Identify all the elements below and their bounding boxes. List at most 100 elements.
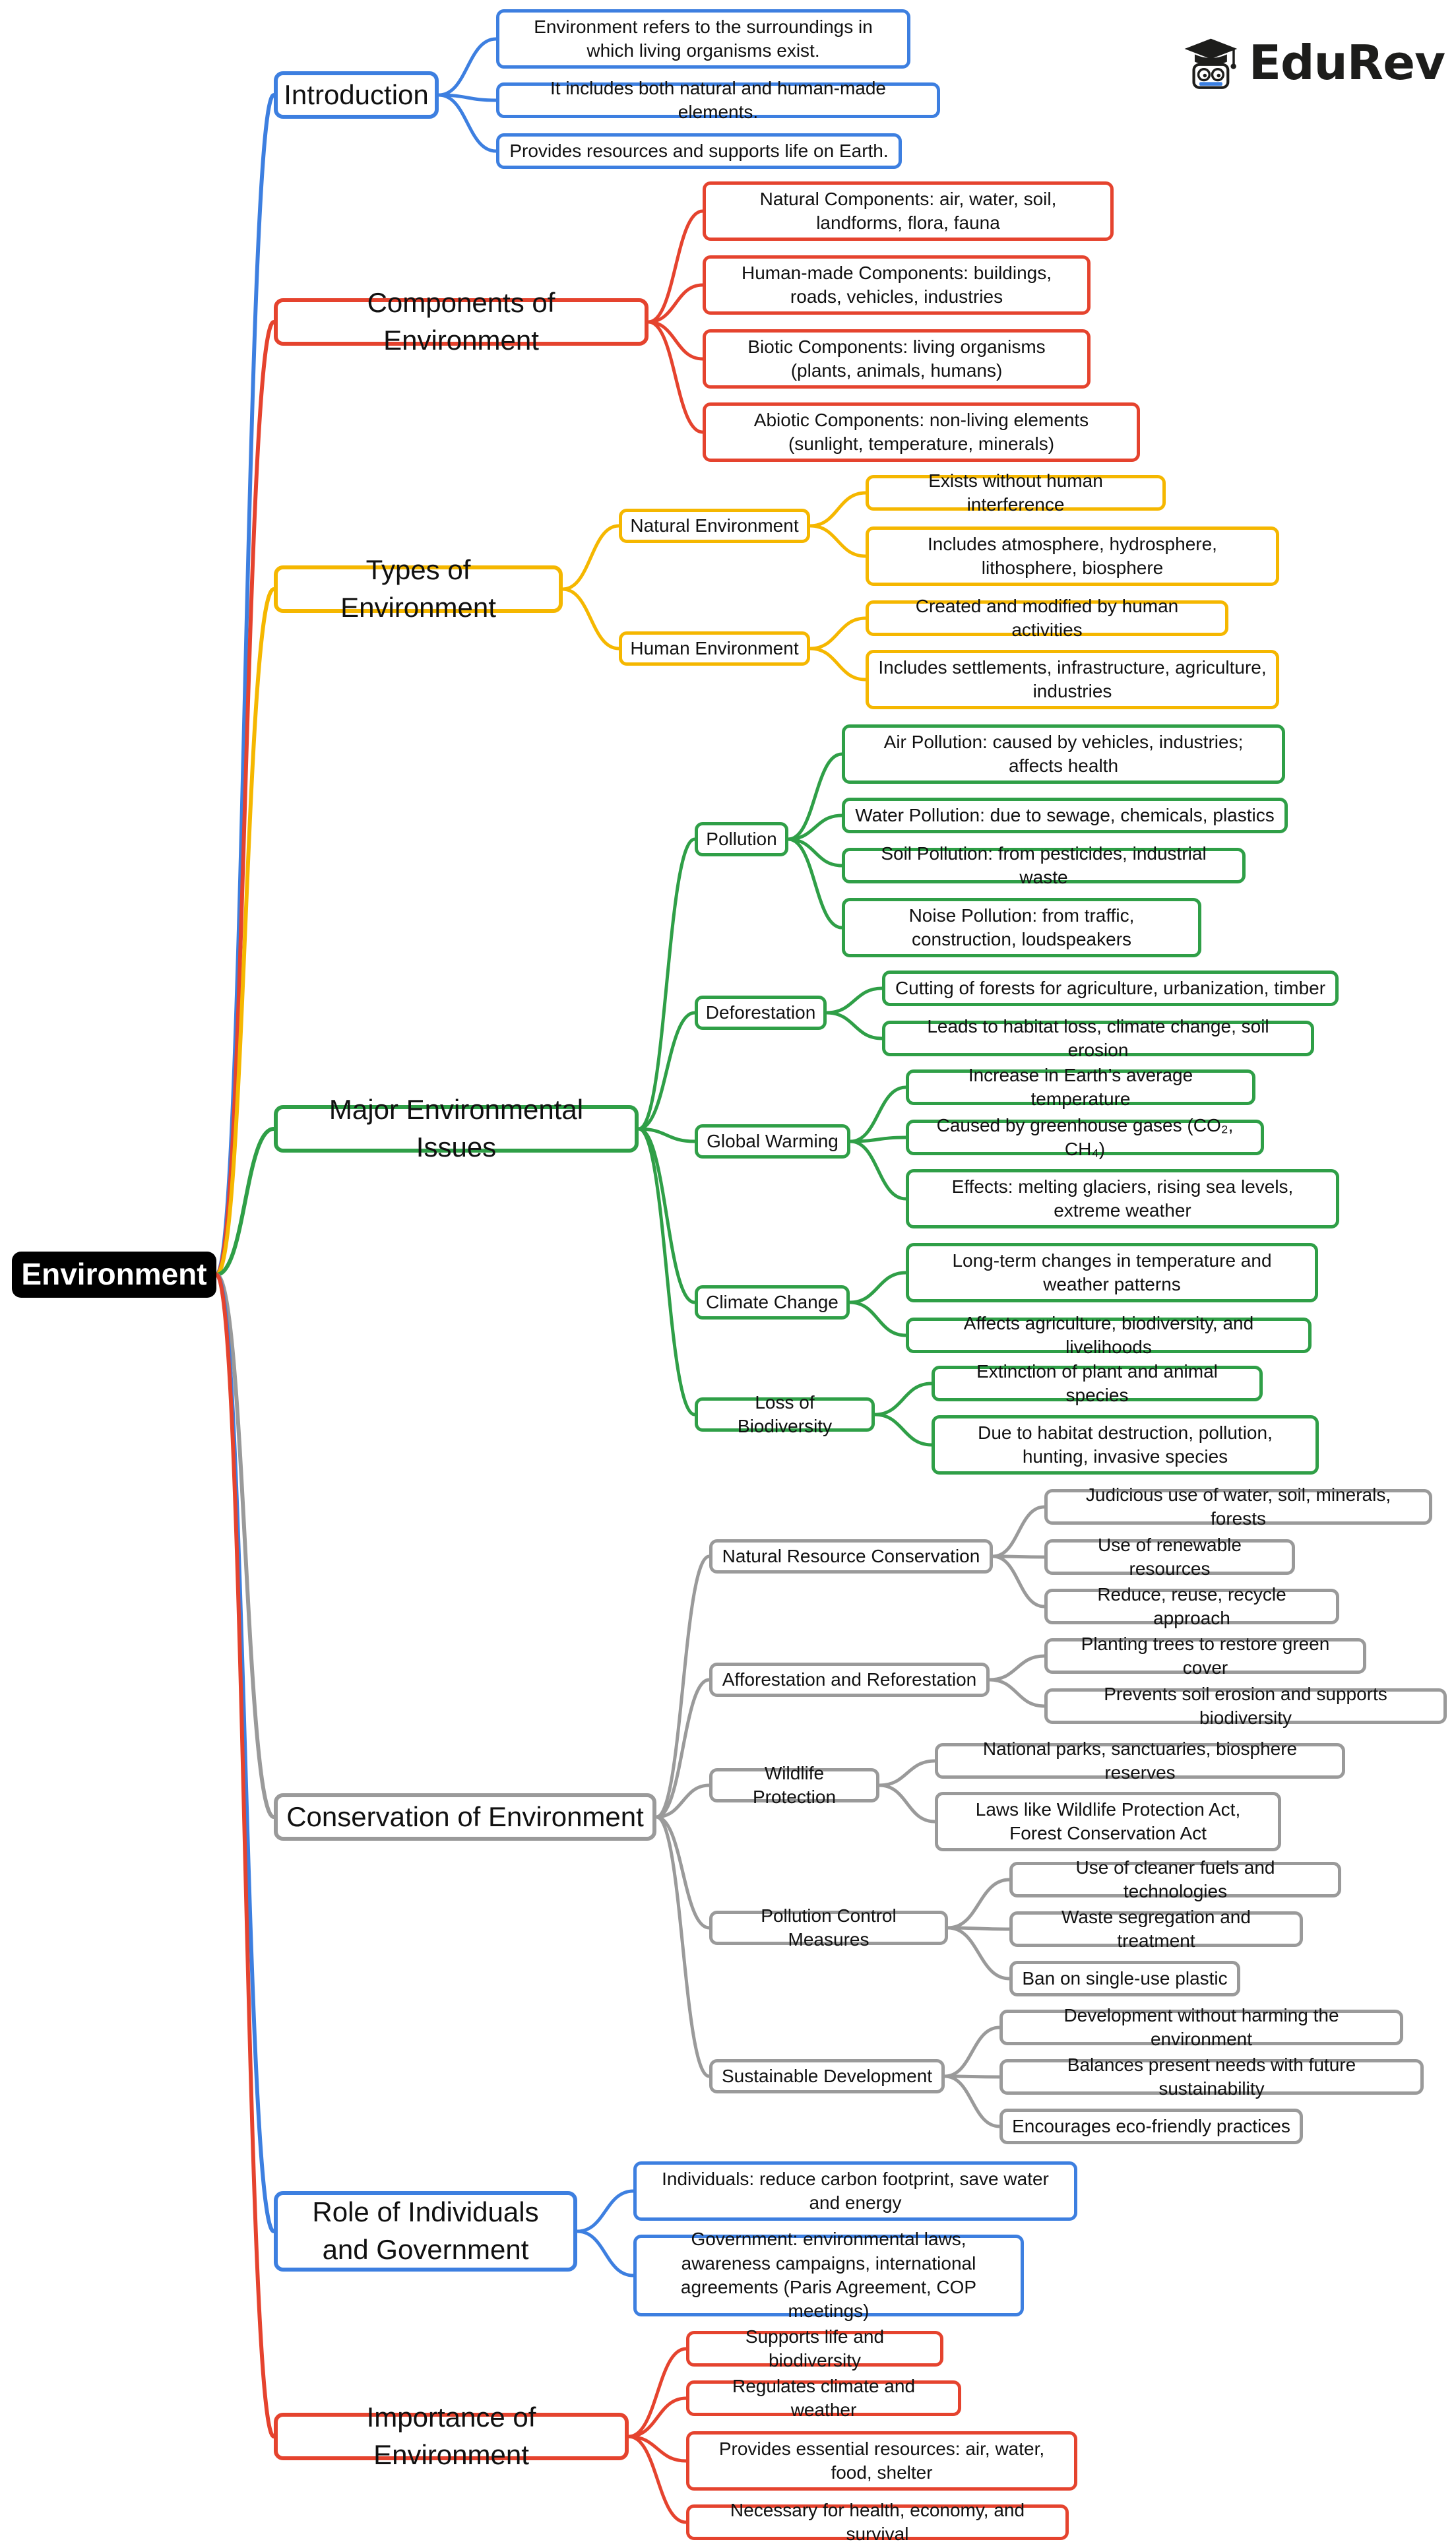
connector-types-1-1 [808, 647, 868, 682]
topic-node-global-warming: Global Warming [695, 1124, 850, 1159]
leaf-node-government-environmental-laws-awareness-campaign: Government: environmental laws, awarenes… [633, 2229, 1024, 2321]
leaf-node-regulates-climate-and-weather: Regulates climate and weather [686, 2376, 961, 2420]
connector-issues-4 [637, 1127, 697, 1417]
leaf-node-cutting-of-forests-for-agriculture-urbanization-: Cutting of forests for agriculture, urba… [882, 971, 1339, 1006]
connector-role-0 [575, 2189, 635, 2233]
connector-issues-2-0 [848, 1085, 908, 1143]
leaf-node-created-and-modified-by-human-activities: Created and modified by human activities [866, 596, 1228, 640]
connector-importance-1 [627, 2396, 688, 2438]
leaf-node-provides-resources-and-supports-life-on-earth: Provides resources and supports life on … [496, 133, 902, 169]
connector-root-importance [214, 1273, 276, 2438]
leaf-node-environment-refers-to-the-surroundings-in-which-: Environment refers to the surroundings i… [496, 9, 910, 69]
connector-conservation-0-2 [991, 1554, 1046, 1608]
connector-conservation-2 [654, 1783, 711, 1819]
connector-conservation-4-0 [943, 2025, 1001, 2078]
leaf-node-reduce-reuse-recycle-approach: Reduce, reuse, recycle approach [1044, 1584, 1339, 1628]
connector-conservation-2-1 [877, 1783, 937, 1824]
leaf-node-water-pollution-due-to-sewage-chemicals-plastics: Water Pollution: due to sewage, chemical… [842, 798, 1288, 833]
connector-issues-3-0 [848, 1271, 908, 1304]
leaf-node-due-to-habitat-destruction-pollution-hunting-inv: Due to habitat destruction, pollution, h… [932, 1415, 1319, 1475]
topic-node-human-environment: Human Environment [619, 631, 810, 666]
leaf-node-noise-pollution-from-traffic-construction-loudsp: Noise Pollution: from traffic, construct… [842, 898, 1201, 957]
leaf-node-encourages-eco-friendly-practices: Encourages eco-friendly practices [999, 2109, 1303, 2144]
topic-node-climate-change: Climate Change [695, 1285, 850, 1320]
branch-node-introduction: Introduction [274, 71, 439, 119]
topic-node-pollution: Pollution [695, 822, 788, 856]
leaf-node-exists-without-human-interference: Exists without human interference [866, 470, 1166, 515]
connector-conservation-0-0 [991, 1505, 1046, 1558]
leaf-node-prevents-soil-erosion-and-supports-biodiversity: Prevents soil erosion and supports biodi… [1044, 1684, 1447, 1728]
topic-node-sustainable-development: Sustainable Development [709, 2059, 945, 2093]
leaf-node-waste-segregation-and-treatment: Waste segregation and treatment [1009, 1907, 1303, 1951]
connector-components-2 [647, 320, 705, 361]
connector-conservation-1 [654, 1678, 711, 1819]
connector-issues-1-0 [825, 986, 884, 1015]
connector-issues-1 [637, 1011, 697, 1131]
branch-node-types: Types of Environment [274, 554, 563, 623]
connector-issues-2 [637, 1127, 697, 1143]
connector-conservation-0 [654, 1554, 711, 1819]
connector-issues-0-0 [786, 752, 844, 841]
leaf-node-human-made-components-buildings-roads-vehicles-i: Human-made Components: buildings, roads,… [703, 255, 1091, 315]
connector-conservation-2-0 [877, 1759, 937, 1787]
connector-introduction-0 [437, 37, 498, 97]
leaf-node-long-term-changes-in-temperature-and-weather-pat: Long-term changes in temperature and wea… [906, 1243, 1318, 1302]
leaf-node-affects-agriculture-biodiversity-and-livelihoods: Affects agriculture, biodiversity, and l… [906, 1313, 1312, 1357]
brand-logo: EduRev [1181, 20, 1445, 106]
topic-node-natural-environment: Natural Environment [619, 509, 810, 543]
leaf-node-use-of-renewable-resources: Use of renewable resources [1044, 1535, 1295, 1579]
connector-conservation-4 [654, 1815, 711, 2078]
topic-node-natural-resource-conservation: Natural Resource Conservation [709, 1539, 993, 1574]
leaf-node-includes-atmosphere-hydrosphere-lithosphere-bios: Includes atmosphere, hydrosphere, lithos… [866, 526, 1279, 586]
connector-role-1 [575, 2229, 635, 2277]
connector-importance-0 [627, 2347, 688, 2438]
connector-components-3 [647, 320, 705, 434]
connector-types-1-0 [808, 616, 868, 651]
leaf-node-natural-components-air-water-soil-landforms-flor: Natural Components: air, water, soil, la… [703, 181, 1114, 241]
connector-root-role [214, 1273, 276, 2233]
leaf-node-soil-pollution-from-pesticides-industrial-waste: Soil Pollution: from pesticides, industr… [842, 843, 1246, 887]
leaf-node-abiotic-components-non-living-elements-sunlight-: Abiotic Components: non-living elements … [703, 402, 1140, 462]
leaf-node-effects-melting-glaciers-rising-sea-levels-extre: Effects: melting glaciers, rising sea le… [906, 1169, 1339, 1228]
connector-types-1 [561, 587, 621, 651]
connector-conservation-3 [654, 1815, 711, 1930]
topic-node-wildlife-protection: Wildlife Protection [709, 1763, 879, 1807]
brand-name: EduRev [1248, 35, 1445, 90]
connector-root-conservation [214, 1273, 276, 1819]
connector-conservation-3-2 [946, 1926, 1011, 1981]
leaf-node-necessary-for-health-economy-and-survival: Necessary for health, economy, and survi… [686, 2500, 1069, 2544]
connector-conservation-1-0 [988, 1654, 1046, 1682]
branch-node-conservation: Conservation of Environment [274, 1793, 656, 1841]
connector-components-0 [647, 209, 705, 324]
leaf-node-supports-life-and-biodiversity: Supports life and biodiversity [686, 2326, 943, 2371]
connector-root-issues [214, 1127, 276, 1277]
branch-node-components: Components of Environment [274, 287, 649, 356]
connector-issues-3-1 [848, 1300, 908, 1337]
connector-importance-3 [627, 2435, 688, 2524]
connector-issues-4-0 [873, 1382, 934, 1417]
connector-introduction-2 [437, 93, 498, 153]
leaf-node-it-includes-both-natural-and-human-made-elements: It includes both natural and human-made … [496, 78, 940, 122]
connector-types-0 [561, 524, 621, 591]
leaf-node-laws-like-wildlife-protection-act-forest-conserv: Laws like Wildlife Protection Act, Fores… [935, 1792, 1281, 1851]
connector-types-0-1 [808, 524, 868, 558]
connector-issues-0-3 [786, 837, 844, 930]
connector-issues-1-1 [825, 1011, 884, 1040]
connector-issues-3 [637, 1127, 697, 1304]
connector-conservation-1-1 [988, 1678, 1046, 1708]
branch-node-importance: Importance of Environment [274, 2402, 629, 2470]
leaf-node-provides-essential-resources-air-water-food-shel: Provides essential resources: air, water… [686, 2431, 1077, 2491]
leaf-node-planting-trees-to-restore-green-cover: Planting trees to restore green cover [1044, 1634, 1366, 1678]
topic-node-deforestation: Deforestation [695, 996, 827, 1030]
leaf-node-ban-on-single-use-plastic: Ban on single-use plastic [1009, 1961, 1240, 1996]
leaf-node-individuals-reduce-carbon-footprint-save-water-a: Individuals: reduce carbon footprint, sa… [633, 2161, 1077, 2221]
leaf-node-increase-in-earth-s-average-temperature: Increase in Earth’s average temperature [906, 1065, 1255, 1109]
connector-components-1 [647, 283, 705, 324]
leaf-node-use-of-cleaner-fuels-and-technologies: Use of cleaner fuels and technologies [1009, 1857, 1341, 1901]
branch-node-issues: Major Environmental Issues [274, 1094, 639, 1163]
topic-node-loss-of-biodiversity: Loss of Biodiversity [695, 1392, 875, 1436]
leaf-node-judicious-use-of-water-soil-minerals-forests: Judicious use of water, soil, minerals, … [1044, 1484, 1432, 1529]
leaf-node-development-without-harming-the-environment: Development without harming the environm… [999, 2005, 1403, 2049]
topic-node-afforestation-and-reforestation: Afforestation and Reforestation [709, 1663, 990, 1697]
